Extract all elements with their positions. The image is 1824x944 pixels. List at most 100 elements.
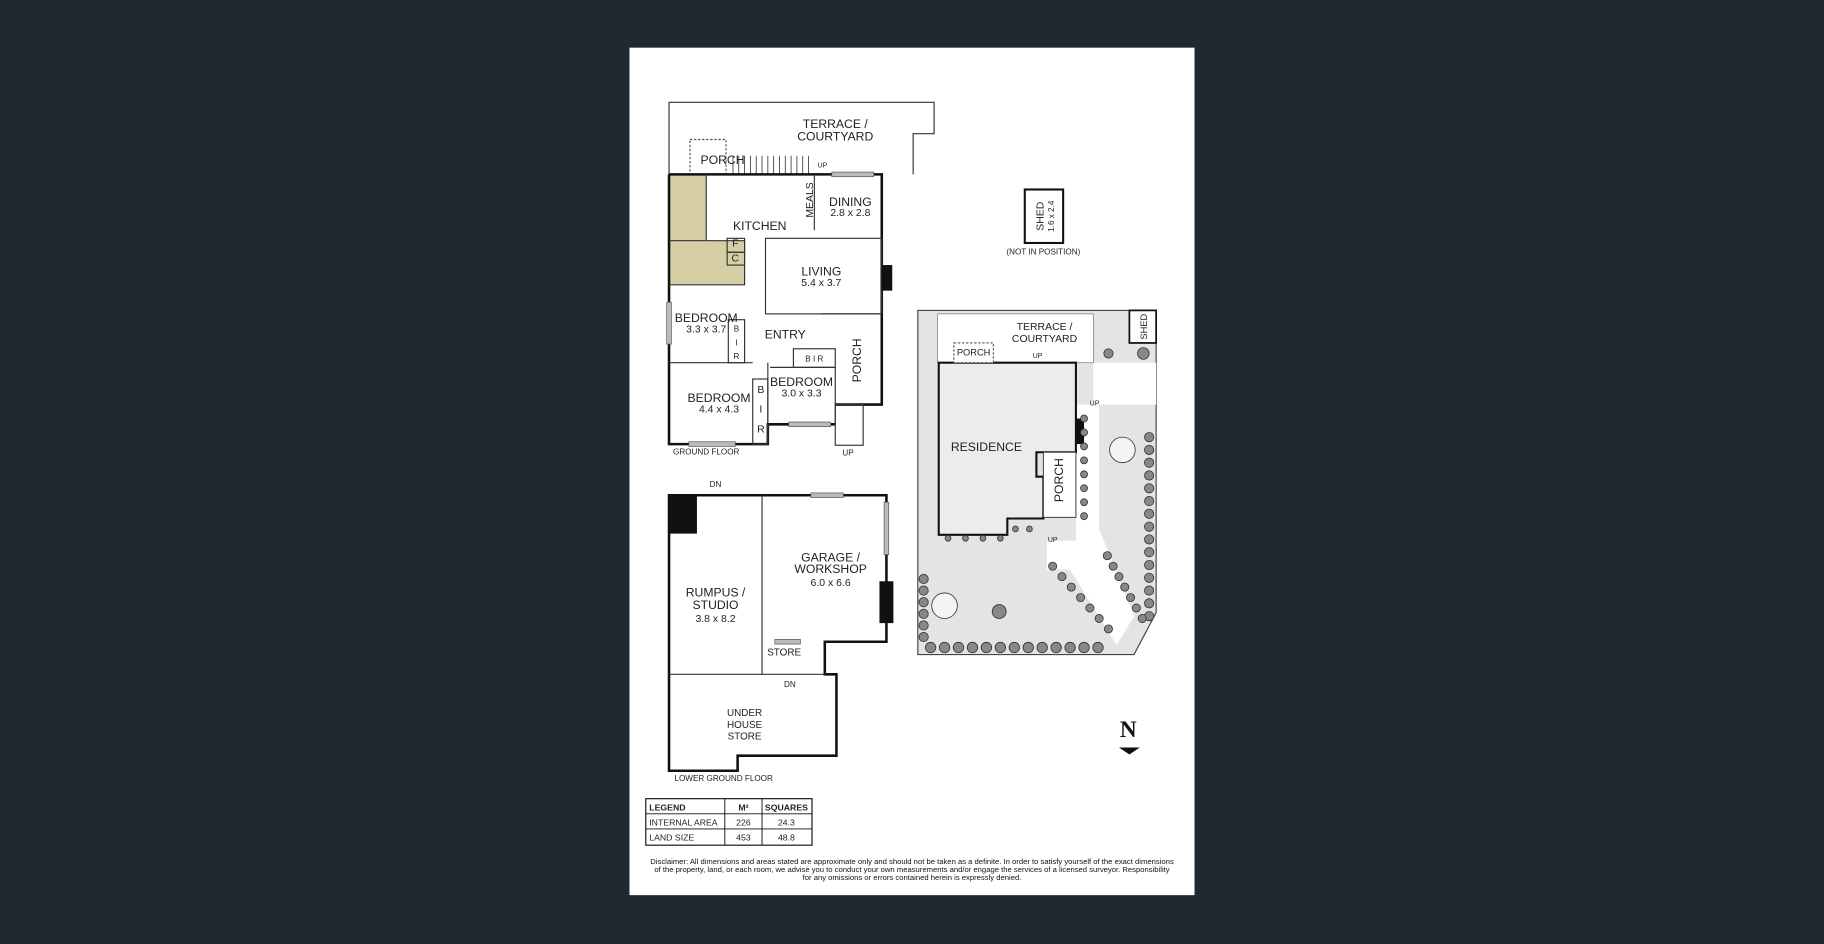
- tree-icon: [918, 585, 929, 596]
- tree-icon: [1108, 561, 1118, 571]
- tree-icon: [1008, 641, 1020, 654]
- tree-icon: [1012, 525, 1019, 533]
- terrace-label: COURTYARD: [797, 130, 873, 144]
- porch-label: PORCH: [850, 338, 864, 382]
- legend-cell: INTERNAL AREA: [649, 817, 718, 827]
- lower-ground-floor-title: LOWER GROUND FLOOR: [674, 774, 773, 783]
- cupboard-label: C: [732, 254, 740, 265]
- dn-label: DN: [784, 680, 796, 689]
- tree-icon: [918, 632, 929, 643]
- legend-cell: 48.8: [778, 833, 795, 843]
- shed-plan: SHED 1.6 x 2.4 (NOT IN POSITION): [1006, 188, 1081, 257]
- shed-dimensions: 1.6 x 2.4: [1047, 200, 1056, 232]
- tree-icon: [966, 641, 979, 654]
- tree-icon: [1120, 582, 1130, 592]
- tree-icon: [1144, 508, 1155, 519]
- tree-icon: [1080, 442, 1088, 451]
- tree-icon: [991, 604, 1007, 619]
- terrace-label: TERRACE /: [803, 117, 869, 131]
- lower-ground-floor-plan: DN RUMPUS / STUDIO 3.8 x 8.2 GARAGE / WO…: [667, 480, 894, 783]
- tree-icon: [1057, 572, 1067, 582]
- tree-icon: [1078, 641, 1090, 654]
- legend-cell: 24.3: [778, 817, 795, 827]
- bedroom-dimensions: 3.3 x 3.7: [686, 324, 726, 335]
- under-house-label: HOUSE: [727, 720, 763, 731]
- tree-icon: [1144, 457, 1155, 468]
- rumpus-label: RUMPUS /: [686, 585, 746, 599]
- bir-label: I: [759, 405, 762, 416]
- tree-icon: [1050, 641, 1062, 654]
- bedroom-label: BEDROOM: [770, 375, 833, 389]
- tree-icon: [938, 641, 951, 654]
- legend-table: LEGEND M² SQUARES INTERNAL AREA 226 24.3…: [645, 798, 813, 846]
- tree-icon: [1137, 614, 1147, 623]
- terrace-label: COURTYARD: [1012, 334, 1078, 345]
- tree-icon: [1080, 428, 1088, 437]
- store-label: STORE: [767, 648, 801, 659]
- dining-dimensions: 2.8 x 2.8: [830, 208, 870, 219]
- living-dimensions: 5.4 x 3.7: [801, 278, 841, 289]
- tree-icon: [1144, 470, 1155, 481]
- ground-floor-title: GROUND FLOOR: [673, 448, 739, 457]
- tree-icon: [1048, 561, 1058, 571]
- disclaimer: Disclaimer: All dimensions and areas sta…: [650, 857, 1174, 882]
- legend-header: LEGEND: [649, 802, 685, 812]
- legend-header: SQUARES: [765, 802, 808, 812]
- bedroom-label: BEDROOM: [688, 391, 751, 405]
- tree-icon: [1144, 432, 1155, 443]
- tree-icon: [962, 534, 969, 542]
- tree-icon: [1103, 624, 1113, 634]
- tree-icon: [918, 620, 929, 631]
- tree-icon: [1144, 534, 1155, 545]
- bedroom-dimensions: 3.0 x 3.3: [782, 388, 822, 399]
- tree-icon: [1080, 512, 1088, 521]
- wet-area: [669, 174, 707, 241]
- tree-icon: [1085, 603, 1095, 613]
- north-label: N: [1120, 717, 1137, 743]
- up-label: UP: [1090, 401, 1100, 408]
- shed-note: (NOT IN POSITION): [1006, 248, 1080, 257]
- tree-icon: [1114, 572, 1124, 582]
- garage-label: WORKSHOP: [794, 562, 866, 576]
- dn-label: DN: [710, 480, 722, 489]
- up-label: UP: [818, 162, 828, 169]
- bedroom-label: BEDROOM: [675, 311, 738, 325]
- tree-icon: [1064, 641, 1076, 654]
- bir-label: R: [757, 424, 765, 435]
- under-house-label: STORE: [728, 731, 762, 742]
- fridge-label: F: [732, 238, 738, 249]
- tree-icon: [1080, 456, 1088, 465]
- kitchen-label: KITCHEN: [733, 219, 786, 233]
- tree-icon: [1076, 593, 1086, 603]
- tree-icon: [931, 592, 958, 619]
- rumpus-label: STUDIO: [693, 598, 739, 612]
- tree-icon: [1094, 614, 1104, 623]
- tree-icon: [1144, 521, 1155, 532]
- under-house-label: UNDER: [727, 708, 762, 719]
- tree-icon: [924, 641, 937, 654]
- entry-label: ENTRY: [765, 327, 806, 341]
- tree-icon: [1109, 436, 1136, 464]
- bir-label: B I R: [805, 355, 823, 364]
- tree-icon: [1080, 414, 1088, 423]
- legend-cell: LAND SIZE: [649, 833, 694, 843]
- tree-icon: [1144, 572, 1155, 583]
- tree-icon: [1137, 347, 1150, 360]
- porch-label: PORCH: [700, 153, 744, 167]
- rumpus-dimensions: 3.8 x 8.2: [695, 614, 735, 625]
- bir-label: B: [734, 324, 739, 333]
- tree-icon: [1102, 551, 1112, 561]
- porch-label: PORCH: [1052, 458, 1066, 502]
- legend-cell: 453: [736, 833, 751, 843]
- tree-icon: [997, 534, 1004, 542]
- bir-label: B: [757, 385, 764, 396]
- tree-icon: [1144, 598, 1155, 609]
- tree-icon: [1036, 641, 1048, 654]
- bedroom-dimensions: 4.4 x 4.3: [699, 405, 739, 416]
- tree-icon: [1066, 582, 1076, 592]
- bir-label: I: [735, 338, 737, 347]
- tree-icon: [1080, 470, 1088, 479]
- disclaimer-line: of the property, land, or each room, we …: [654, 865, 1169, 874]
- tree-icon: [1131, 603, 1141, 613]
- tree-icon: [1144, 444, 1155, 455]
